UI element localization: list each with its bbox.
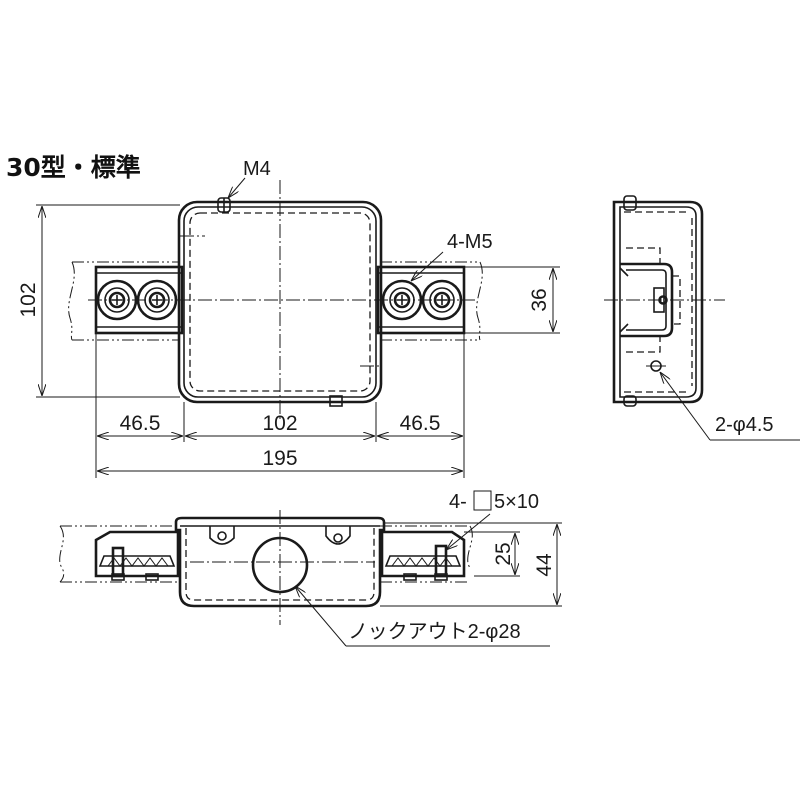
side-view: 2-φ4.5 (604, 195, 800, 441)
callout-knockout: ノックアウト2-φ28 (348, 620, 521, 643)
callout-slots-prefix: 4- (449, 491, 467, 513)
drawing-title: 30型・標準 (6, 153, 141, 182)
dim-height-102: 102 (17, 282, 40, 317)
callout-slots-size: 5×10 (494, 491, 539, 513)
front-view: 4- 5×10 25 44 ノックアウト2-φ28 (59, 490, 562, 647)
dim-bracket-36: 36 (528, 288, 551, 311)
dim-right-flange: 46.5 (400, 412, 441, 435)
callout-2-phi-4-5: 2-φ4.5 (715, 414, 774, 436)
dim-overall-width: 195 (262, 447, 297, 470)
dim-depth-44: 44 (533, 553, 556, 577)
top-view: M4 4-M5 102 36 46.5 102 46.5 195 (17, 158, 560, 478)
callout-4-m5: 4-M5 (447, 231, 493, 253)
dim-body-width: 102 (262, 412, 297, 435)
callout-m4: M4 (243, 158, 271, 180)
square-symbol (473, 490, 492, 511)
dim-left-flange: 46.5 (120, 412, 161, 435)
dim-depth-25: 25 (492, 542, 515, 565)
